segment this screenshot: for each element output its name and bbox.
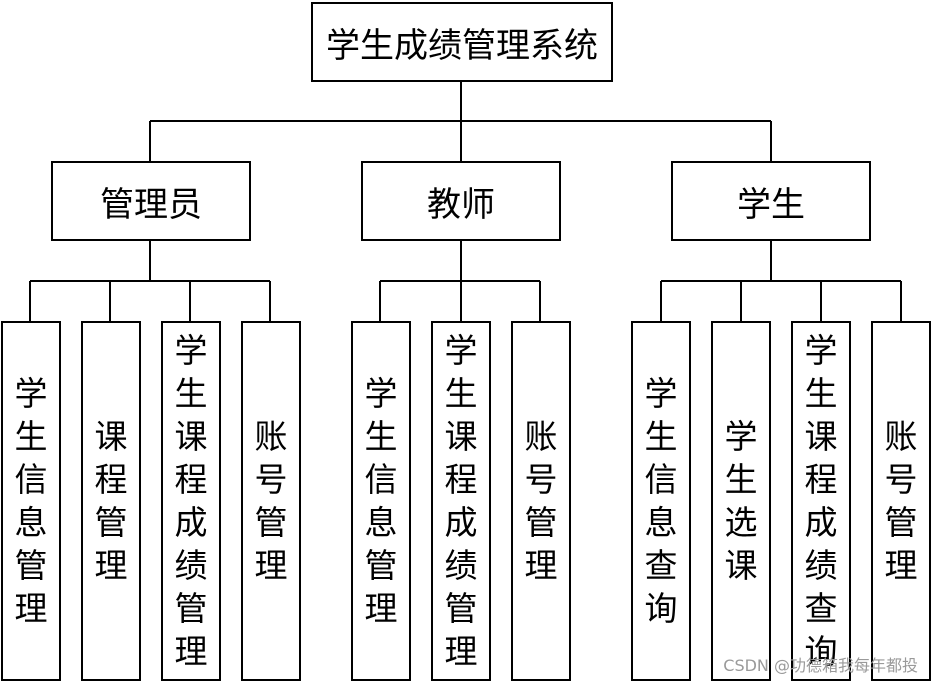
leaf-node: 账号管理 xyxy=(241,321,301,681)
root-node: 学生成绩管理系统 xyxy=(311,2,613,82)
leaf-node: 课程管理 xyxy=(81,321,141,681)
role-node-admin: 管理员 xyxy=(51,161,251,241)
leaf-label: 账号管理 xyxy=(254,417,288,585)
leaf-label: 学生课程成绩管理 xyxy=(174,331,208,671)
leaf-node: 账号管理 xyxy=(511,321,571,681)
leaf-label: 账号管理 xyxy=(524,417,558,585)
leaf-node: 账号管理 xyxy=(871,321,931,681)
leaf-node: 学生课程成绩查询 xyxy=(791,321,851,681)
leaf-label: 学生课程成绩查询 xyxy=(804,331,838,671)
role-label-student: 学生 xyxy=(737,184,805,225)
role-node-student: 学生 xyxy=(671,161,871,241)
leaf-label: 学生信息查询 xyxy=(644,374,678,628)
leaf-label: 学生信息管理 xyxy=(14,374,48,628)
leaf-label: 学生选课 xyxy=(724,417,758,585)
leaf-label: 学生信息管理 xyxy=(364,374,398,628)
leaf-label: 课程管理 xyxy=(94,417,128,585)
leaf-node: 学生选课 xyxy=(711,321,771,681)
leaf-node: 学生课程成绩管理 xyxy=(431,321,491,681)
leaf-node: 学生信息查询 xyxy=(631,321,691,681)
leaf-label: 学生课程成绩管理 xyxy=(444,331,478,671)
role-label-admin: 管理员 xyxy=(100,184,202,225)
leaf-node: 学生信息管理 xyxy=(1,321,61,681)
root-label: 学生成绩管理系统 xyxy=(326,25,598,66)
role-node-teacher: 教师 xyxy=(361,161,561,241)
leaf-node: 学生课程成绩管理 xyxy=(161,321,221,681)
leaf-label: 账号管理 xyxy=(884,417,918,585)
role-label-teacher: 教师 xyxy=(427,184,495,225)
leaf-node: 学生信息管理 xyxy=(351,321,411,681)
watermark: CSDN @功德箱我每年都投 xyxy=(723,656,918,675)
